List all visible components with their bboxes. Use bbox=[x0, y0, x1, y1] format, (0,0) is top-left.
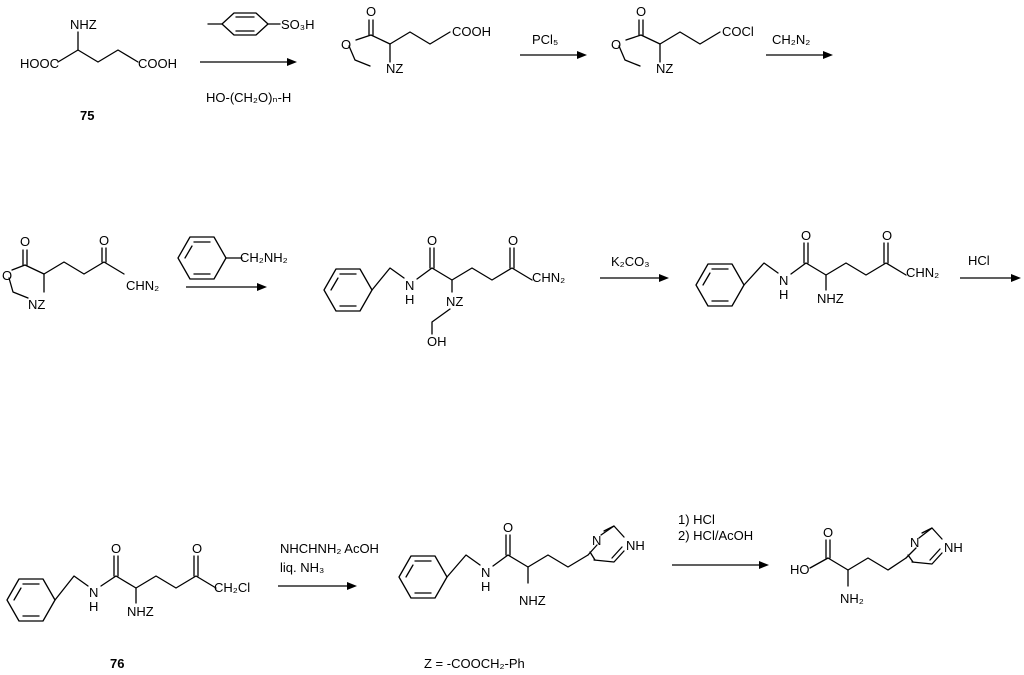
atom-o-amide: O bbox=[427, 233, 437, 248]
atom-h-amide: H bbox=[405, 292, 414, 307]
atom-n-amide-4: N bbox=[481, 565, 490, 580]
atom-o-ring-3: O bbox=[2, 268, 12, 283]
atom-chn2-3: CHN₂ bbox=[906, 265, 939, 280]
atom-oh: OH bbox=[427, 334, 447, 349]
atom-nh-imidazole-2: NH bbox=[944, 540, 963, 555]
hydroxymethyl-amide-diazoketone: N H O O CHN₂ NZ OH bbox=[323, 233, 565, 349]
arrowhead-8 bbox=[759, 561, 769, 569]
atom-o-ring: O bbox=[341, 37, 351, 52]
atom-nh-imidazole: NH bbox=[626, 538, 645, 553]
atom-nhz: NHZ bbox=[70, 17, 97, 32]
atom-nz-3: NZ bbox=[28, 297, 45, 312]
toluenesulfonic-acid-structure: SO₃H bbox=[207, 12, 314, 36]
atom-h-amide-4: H bbox=[481, 579, 490, 594]
atom-o-amide-2: O bbox=[801, 228, 811, 243]
atom-h-amide-2: H bbox=[779, 287, 788, 302]
atom-o-ring-2: O bbox=[611, 37, 621, 52]
atom-nhz-3: NHZ bbox=[127, 604, 154, 619]
imidazole-benzylamide: N H O NHZ N NH bbox=[398, 520, 645, 608]
compound-label-76: 76 bbox=[110, 656, 124, 671]
atom-n-amide-3: N bbox=[89, 585, 98, 600]
reagent-ch2nh2: CH₂NH₂ bbox=[240, 250, 288, 265]
atom-nz-2: NZ bbox=[656, 61, 673, 76]
reagent-step-1: 1) HCl bbox=[678, 512, 715, 527]
atom-chn2-2: CHN₂ bbox=[532, 270, 565, 285]
atom-o-carbonyl-2: O bbox=[636, 4, 646, 19]
atom-o-ketone-3: O bbox=[882, 228, 892, 243]
atom-hooc: HOOC bbox=[20, 56, 59, 71]
atom-h-amide-3: H bbox=[89, 599, 98, 614]
atom-n-imidazole: N bbox=[592, 533, 601, 548]
reagent-hcl: HCl bbox=[968, 253, 990, 268]
homohistidine-product: HO O NH₂ N NH bbox=[790, 525, 963, 606]
arrowhead-3 bbox=[823, 51, 833, 59]
reagent-liquid-ammonia: liq. NH₃ bbox=[280, 560, 324, 575]
arrowhead-4 bbox=[257, 283, 267, 291]
arrowhead-1 bbox=[287, 58, 297, 66]
atom-nh2: NH₂ bbox=[840, 591, 864, 606]
reagent-step-2: 2) HCl/AcOH bbox=[678, 528, 753, 543]
arrowhead-2 bbox=[577, 51, 587, 59]
atom-ch2cl: CH₂Cl bbox=[214, 580, 250, 595]
reagent-formamidine-acetate: NHCHNH₂ AcOH bbox=[280, 541, 379, 556]
atom-o-ketone-4: O bbox=[192, 541, 202, 556]
atom-o-carbonyl: O bbox=[366, 4, 376, 19]
oxazolidinone-acid: O O NZ COOH bbox=[341, 4, 491, 76]
atom-o-acid: O bbox=[823, 525, 833, 540]
oxazolidinone-diazoketone: O O NZ O CHN₂ bbox=[2, 233, 159, 312]
atom-cooh: COOH bbox=[138, 56, 177, 71]
oxazolidinone-acyl-chloride: O O NZ COCl bbox=[611, 4, 754, 76]
atom-ho: HO bbox=[790, 562, 810, 577]
atom-nhz-4: NHZ bbox=[519, 593, 546, 608]
atom-o-amide-3: O bbox=[111, 541, 121, 556]
compound-label-75: 75 bbox=[80, 108, 94, 123]
atom-nz-4: NZ bbox=[446, 294, 463, 309]
reagent-pcl5: PCl₅ bbox=[532, 32, 558, 47]
atom-chn2: CHN₂ bbox=[126, 278, 159, 293]
arrowhead-7 bbox=[347, 582, 357, 590]
arrowhead-5 bbox=[659, 274, 669, 282]
atom-o-amide-4: O bbox=[503, 520, 513, 535]
atom-n-imidazole-2: N bbox=[910, 535, 919, 550]
compound-76: N H O O CH₂Cl NHZ 76 bbox=[6, 541, 250, 671]
atom-n-amide: N bbox=[405, 278, 414, 293]
atom-nz: NZ bbox=[386, 61, 403, 76]
z-group-legend: Z = -COOCH₂-Ph bbox=[424, 656, 525, 671]
benzylamine-structure: CH₂NH₂ bbox=[177, 236, 288, 280]
atom-o-carbonyl-3: O bbox=[20, 234, 30, 249]
atom-o-ketone-2: O bbox=[508, 233, 518, 248]
atom-cooh-2: COOH bbox=[452, 24, 491, 39]
reagent-k2co3: K₂CO₃ bbox=[611, 254, 650, 269]
atom-cocl: COCl bbox=[722, 24, 754, 39]
atom-o-ketone: O bbox=[99, 233, 109, 248]
atom-nhz-2: NHZ bbox=[817, 291, 844, 306]
reagent-diazomethane: CH₂N₂ bbox=[772, 32, 810, 47]
arrowhead-6 bbox=[1011, 274, 1021, 282]
reagent-so3h: SO₃H bbox=[281, 17, 314, 32]
compound-75: NHZ HOOC COOH 75 bbox=[20, 17, 177, 123]
benzylamide-diazoketone: N H O O CHN₂ NHZ bbox=[695, 228, 939, 307]
atom-n-amide-2: N bbox=[779, 273, 788, 288]
reagent-paraformaldehyde: HO-(CH₂O)ₙ-H bbox=[206, 90, 291, 105]
